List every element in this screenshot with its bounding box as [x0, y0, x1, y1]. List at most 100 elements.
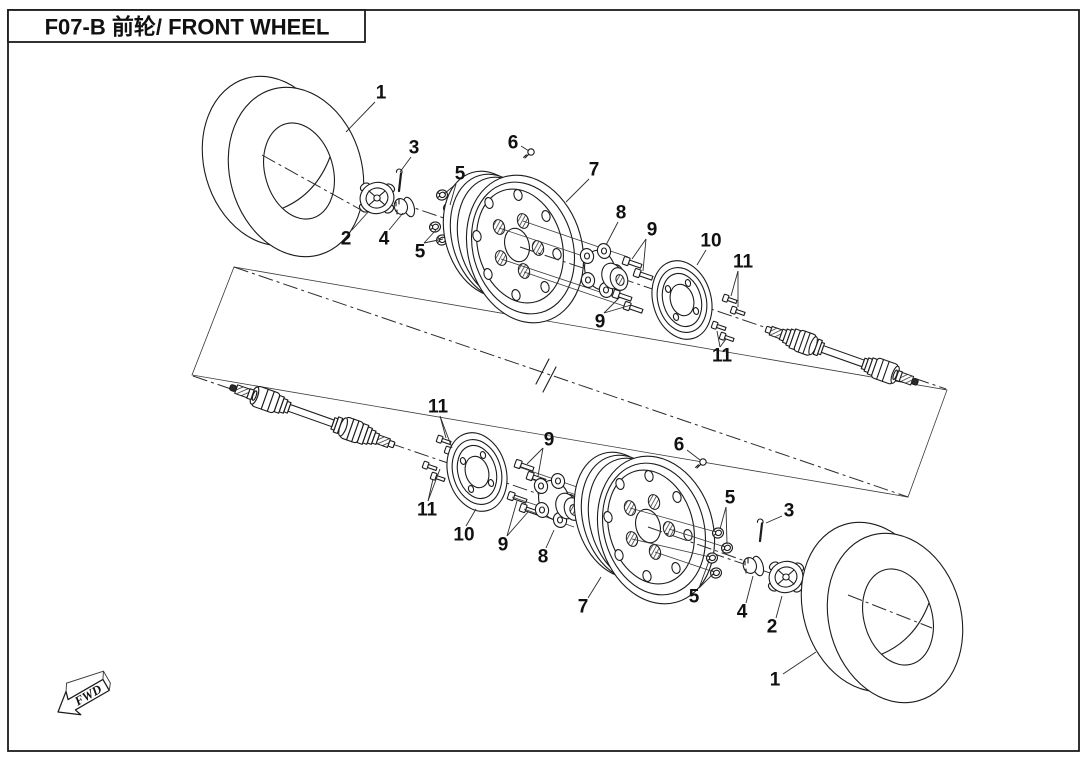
centerline-break-mark: [535, 358, 557, 393]
callout-8: 8: [616, 203, 627, 224]
stud-alignment-lines: [498, 220, 631, 309]
callout-9: 9: [595, 312, 606, 333]
callout-11: 11: [733, 252, 754, 273]
stud-bolt: [506, 490, 529, 506]
leader-line: [443, 183, 457, 195]
leader-line: [725, 506, 728, 545]
tire-centerline: [261, 154, 364, 212]
callout-9: 9: [544, 430, 555, 451]
brake-disc: [437, 425, 517, 519]
leader-line: [605, 221, 619, 246]
castle-nut: [740, 554, 767, 578]
leader-line: [603, 296, 621, 314]
leader-line: [545, 529, 555, 549]
disc-bolt: [729, 305, 747, 318]
brake-disc: [642, 253, 722, 347]
stud-bolt: [622, 300, 645, 316]
leader-line: [719, 338, 727, 348]
callout-7: 7: [589, 160, 600, 181]
callout-3: 3: [409, 138, 420, 159]
leader-line: [587, 576, 602, 599]
tire-centerline: [847, 594, 933, 629]
page-title: F07-B 前轮/ FRONT WHEEL: [45, 15, 330, 40]
leader-line: [696, 249, 707, 266]
wheel-hub: [578, 241, 631, 300]
disc-bolt: [710, 320, 728, 333]
callout-10: 10: [453, 525, 474, 546]
title-box: [7, 9, 366, 43]
callout-10: 10: [700, 231, 721, 252]
tire: [781, 505, 983, 720]
leader-line: [686, 449, 701, 461]
callout-11: 11: [712, 346, 733, 367]
callout-2: 2: [341, 229, 352, 250]
callout-11: 11: [417, 500, 438, 521]
callout-5: 5: [725, 488, 736, 509]
leader-line: [449, 183, 457, 206]
callout-3: 3: [784, 501, 795, 522]
leader-line: [745, 575, 754, 604]
leader-line: [565, 178, 590, 203]
cotter-pin: [756, 517, 765, 543]
lug-nut: [708, 566, 724, 580]
tire-valve: [523, 148, 535, 159]
cotter-pin: [395, 167, 404, 193]
callout-5: 5: [415, 242, 426, 263]
leader-line: [345, 101, 376, 133]
tire: [182, 59, 384, 274]
leader-line: [775, 595, 783, 619]
callout-11: 11: [428, 397, 449, 418]
callout-9: 9: [498, 535, 509, 556]
leader-line: [506, 500, 518, 537]
rim-centerline: [647, 526, 749, 563]
leader-line: [423, 238, 444, 244]
leader-line: [520, 145, 530, 152]
leader-line: [439, 415, 453, 449]
fwd-arrow-extrusion: [65, 670, 111, 692]
callout-4: 4: [379, 229, 390, 250]
upper-wheel-assembly: [182, 59, 922, 394]
leader-line: [631, 238, 647, 260]
leader-line: [642, 238, 647, 272]
leader-line: [388, 212, 404, 231]
leader-line: [526, 447, 544, 465]
callout-5: 5: [689, 587, 700, 608]
stud-bolt: [611, 288, 634, 304]
callout-7: 7: [578, 597, 589, 618]
leader-line: [716, 330, 721, 348]
fwd-arrow-face: [57, 678, 110, 716]
callout-6: 6: [674, 435, 685, 456]
drive-axle: [761, 318, 922, 394]
leader-line: [427, 478, 434, 502]
callout-2: 2: [767, 617, 778, 638]
leader-line: [399, 156, 412, 173]
leader-line: [698, 572, 715, 589]
hub-cap: [764, 556, 808, 598]
callout-9: 9: [647, 220, 658, 241]
fwd-arrow: FWD: [57, 670, 111, 716]
callout-8: 8: [538, 547, 549, 568]
leader-line: [537, 447, 544, 477]
leader-line: [603, 304, 632, 314]
castle-nut: [391, 195, 418, 219]
leader-line: [765, 515, 783, 524]
hub-cap: [355, 177, 399, 219]
leader-line: [351, 210, 370, 231]
nut-alignment-lines: [629, 507, 726, 573]
leader-line: [719, 506, 727, 530]
chassis-diagonal-centerline: [233, 266, 909, 498]
callout-6: 6: [508, 133, 519, 154]
fwd-arrow-label: FWD: [71, 682, 104, 709]
title-block: F07-B 前轮/ FRONT WHEEL: [7, 9, 366, 43]
disc-bolt: [718, 331, 736, 344]
leader-line: [427, 468, 441, 502]
leader-line: [730, 270, 739, 297]
leader-line: [423, 229, 437, 244]
disc-bolt: [421, 460, 439, 473]
leader-line: [698, 560, 710, 589]
leader-line: [465, 508, 477, 527]
disc-bolt: [721, 293, 739, 306]
callout-5: 5: [455, 164, 466, 185]
